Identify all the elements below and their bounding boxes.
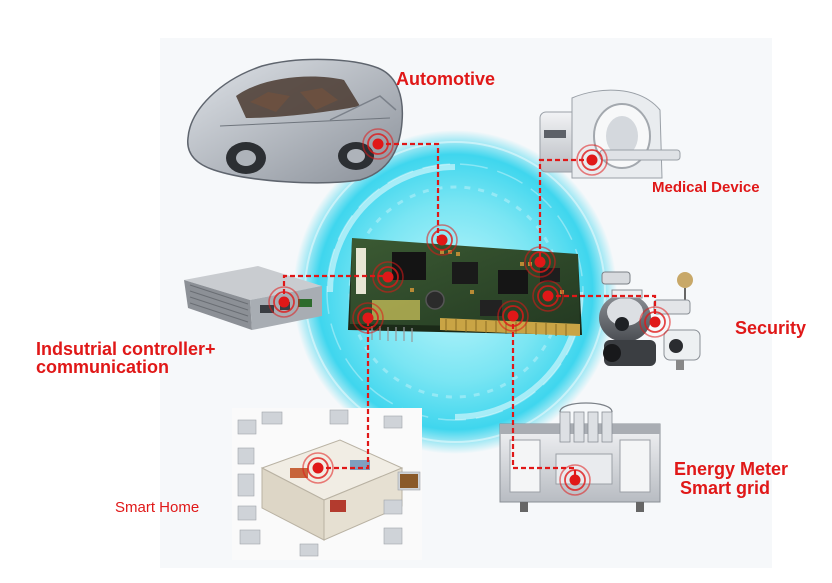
smart-home-floorplan-icon bbox=[232, 408, 422, 560]
connector-lines bbox=[282, 142, 657, 480]
target-marker-icon bbox=[524, 246, 556, 278]
target-marker-icon bbox=[576, 144, 608, 176]
industrial-controller-icon bbox=[184, 266, 322, 330]
target-marker-icon bbox=[372, 261, 404, 293]
label-energy-meter: Energy Meter bbox=[674, 459, 789, 479]
target-marker-icon bbox=[532, 280, 564, 312]
cctv-camera-icon bbox=[599, 271, 701, 370]
label-industrial-controller: Indsutrial controller+ bbox=[36, 339, 216, 359]
target-marker-icon bbox=[639, 306, 671, 338]
label-communication: communication bbox=[36, 357, 170, 377]
label-smart-home: Smart Home bbox=[115, 499, 200, 516]
target-marker-icon bbox=[559, 464, 591, 496]
circuit-board bbox=[348, 238, 582, 342]
car-cutaway-icon bbox=[187, 58, 404, 184]
target-marker-icon bbox=[426, 224, 458, 256]
label-automotive: Automotive bbox=[396, 69, 495, 89]
target-marker-icon bbox=[352, 302, 384, 334]
label-security: Security bbox=[735, 318, 807, 338]
target-marker-icon bbox=[497, 300, 529, 332]
label-smart-grid: Smart grid bbox=[680, 478, 771, 498]
target-marker-icon bbox=[268, 286, 300, 318]
target-marker-icon bbox=[362, 128, 394, 160]
label-medical-device: Medical Device bbox=[652, 179, 760, 196]
target-markers bbox=[268, 128, 671, 496]
target-marker-icon bbox=[302, 452, 334, 484]
